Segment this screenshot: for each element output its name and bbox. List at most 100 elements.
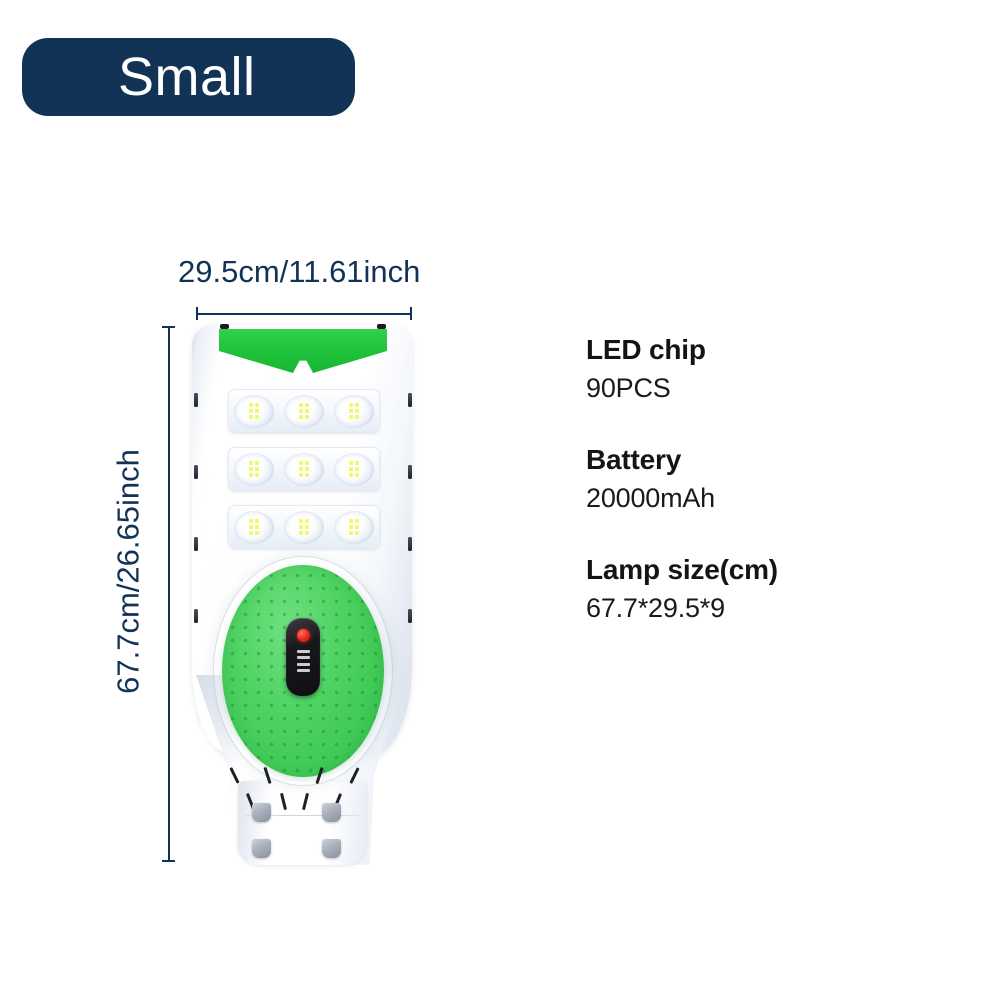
led-module-row-1 (228, 389, 380, 433)
heat-fin-right (408, 537, 412, 551)
mounting-boss (252, 803, 271, 822)
led-chip (348, 525, 353, 529)
mounting-boss (322, 839, 341, 858)
heat-fin-left (194, 537, 198, 551)
led-chip (298, 402, 303, 407)
led-chip (348, 402, 353, 407)
heat-fin-left (194, 609, 198, 623)
led-chip (305, 467, 310, 471)
led-chip (255, 402, 260, 407)
led-chip-cluster (348, 402, 360, 420)
led-lens-dome (284, 452, 324, 486)
led-chip (255, 473, 260, 478)
led-chip (248, 402, 253, 407)
led-chip (255, 409, 260, 413)
led-chip-cluster (248, 402, 260, 420)
led-chip (298, 473, 303, 478)
led-chip (355, 518, 360, 523)
led-chip (298, 460, 303, 465)
battery-level-bar (296, 650, 310, 653)
led-chip (355, 415, 360, 420)
led-chip (305, 409, 310, 413)
led-module-row-3 (228, 505, 380, 549)
led-chip (248, 460, 253, 465)
led-chip (248, 409, 253, 413)
led-chip (355, 531, 360, 536)
solar-panel-stud-left (220, 324, 229, 329)
led-chip (355, 473, 360, 478)
led-chip (298, 531, 303, 536)
led-chip-cluster (248, 460, 260, 478)
heat-fin-right (408, 465, 412, 479)
led-lens-dome (234, 394, 274, 428)
led-chip (305, 473, 310, 478)
control-panel (286, 618, 320, 696)
led-chip (255, 415, 260, 420)
led-chip (255, 525, 260, 529)
led-chip (255, 518, 260, 523)
led-chip (355, 467, 360, 471)
led-chip-cluster (348, 460, 360, 478)
led-chip (305, 402, 310, 407)
spec-title: Lamp size(cm) (586, 554, 778, 586)
led-chip (355, 525, 360, 529)
led-chip (348, 415, 353, 420)
led-chip (348, 518, 353, 523)
lamp-base-seam (244, 815, 360, 816)
width-dimension-cap-right (410, 307, 412, 320)
led-chip (298, 415, 303, 420)
led-chip (348, 467, 353, 471)
height-dimension-cap-bottom (162, 860, 175, 862)
heat-fin-right (408, 393, 412, 407)
width-dimension-line (196, 313, 412, 315)
heat-fin-left (194, 465, 198, 479)
led-chip (355, 402, 360, 407)
heat-fin-left (194, 393, 198, 407)
battery-level-indicator (296, 650, 310, 673)
led-lens-dome (234, 452, 274, 486)
spec-title: LED chip (586, 334, 706, 365)
led-chip (348, 473, 353, 478)
led-chip (248, 467, 253, 471)
height-dimension-label: 67.7cm/26.65inch (110, 449, 146, 694)
heat-fin-right (408, 609, 412, 623)
led-chip-cluster (298, 460, 310, 478)
height-dimension-line (168, 326, 170, 862)
led-chip (348, 460, 353, 465)
led-chip (298, 409, 303, 413)
height-dimension-cap-top (162, 326, 175, 328)
mounting-boss (322, 803, 341, 822)
led-chip (248, 525, 253, 529)
width-dimension-cap-left (196, 307, 198, 320)
led-module-row-2 (228, 447, 380, 491)
led-chip (348, 409, 353, 413)
led-chip (248, 473, 253, 478)
led-chip (305, 531, 310, 536)
led-chip-cluster (348, 518, 360, 536)
led-lens-dome (334, 510, 374, 544)
led-chip (355, 409, 360, 413)
led-chip (305, 525, 310, 529)
led-chip (305, 415, 310, 420)
led-chip (298, 518, 303, 523)
led-chip-cluster (248, 518, 260, 536)
spec-item: LED chip 90PCS (586, 332, 946, 406)
led-lens-dome (334, 394, 374, 428)
spec-item: Lamp size(cm)67.7*29.5*9 (586, 552, 946, 626)
width-dimension-label: 29.5cm/11.61inch (178, 254, 421, 289)
led-lens-dome (334, 452, 374, 486)
led-chip (248, 531, 253, 536)
led-chip (348, 531, 353, 536)
led-chip-cluster (298, 402, 310, 420)
battery-level-bar (296, 669, 310, 673)
led-chip (255, 531, 260, 536)
led-chip-cluster (298, 518, 310, 536)
spec-title: Battery (586, 444, 682, 476)
led-chip (305, 460, 310, 465)
size-badge-label: Small (118, 47, 256, 107)
spec-value: 90PCS (586, 373, 671, 403)
power-indicator-light (296, 629, 310, 642)
led-chip (298, 525, 303, 529)
